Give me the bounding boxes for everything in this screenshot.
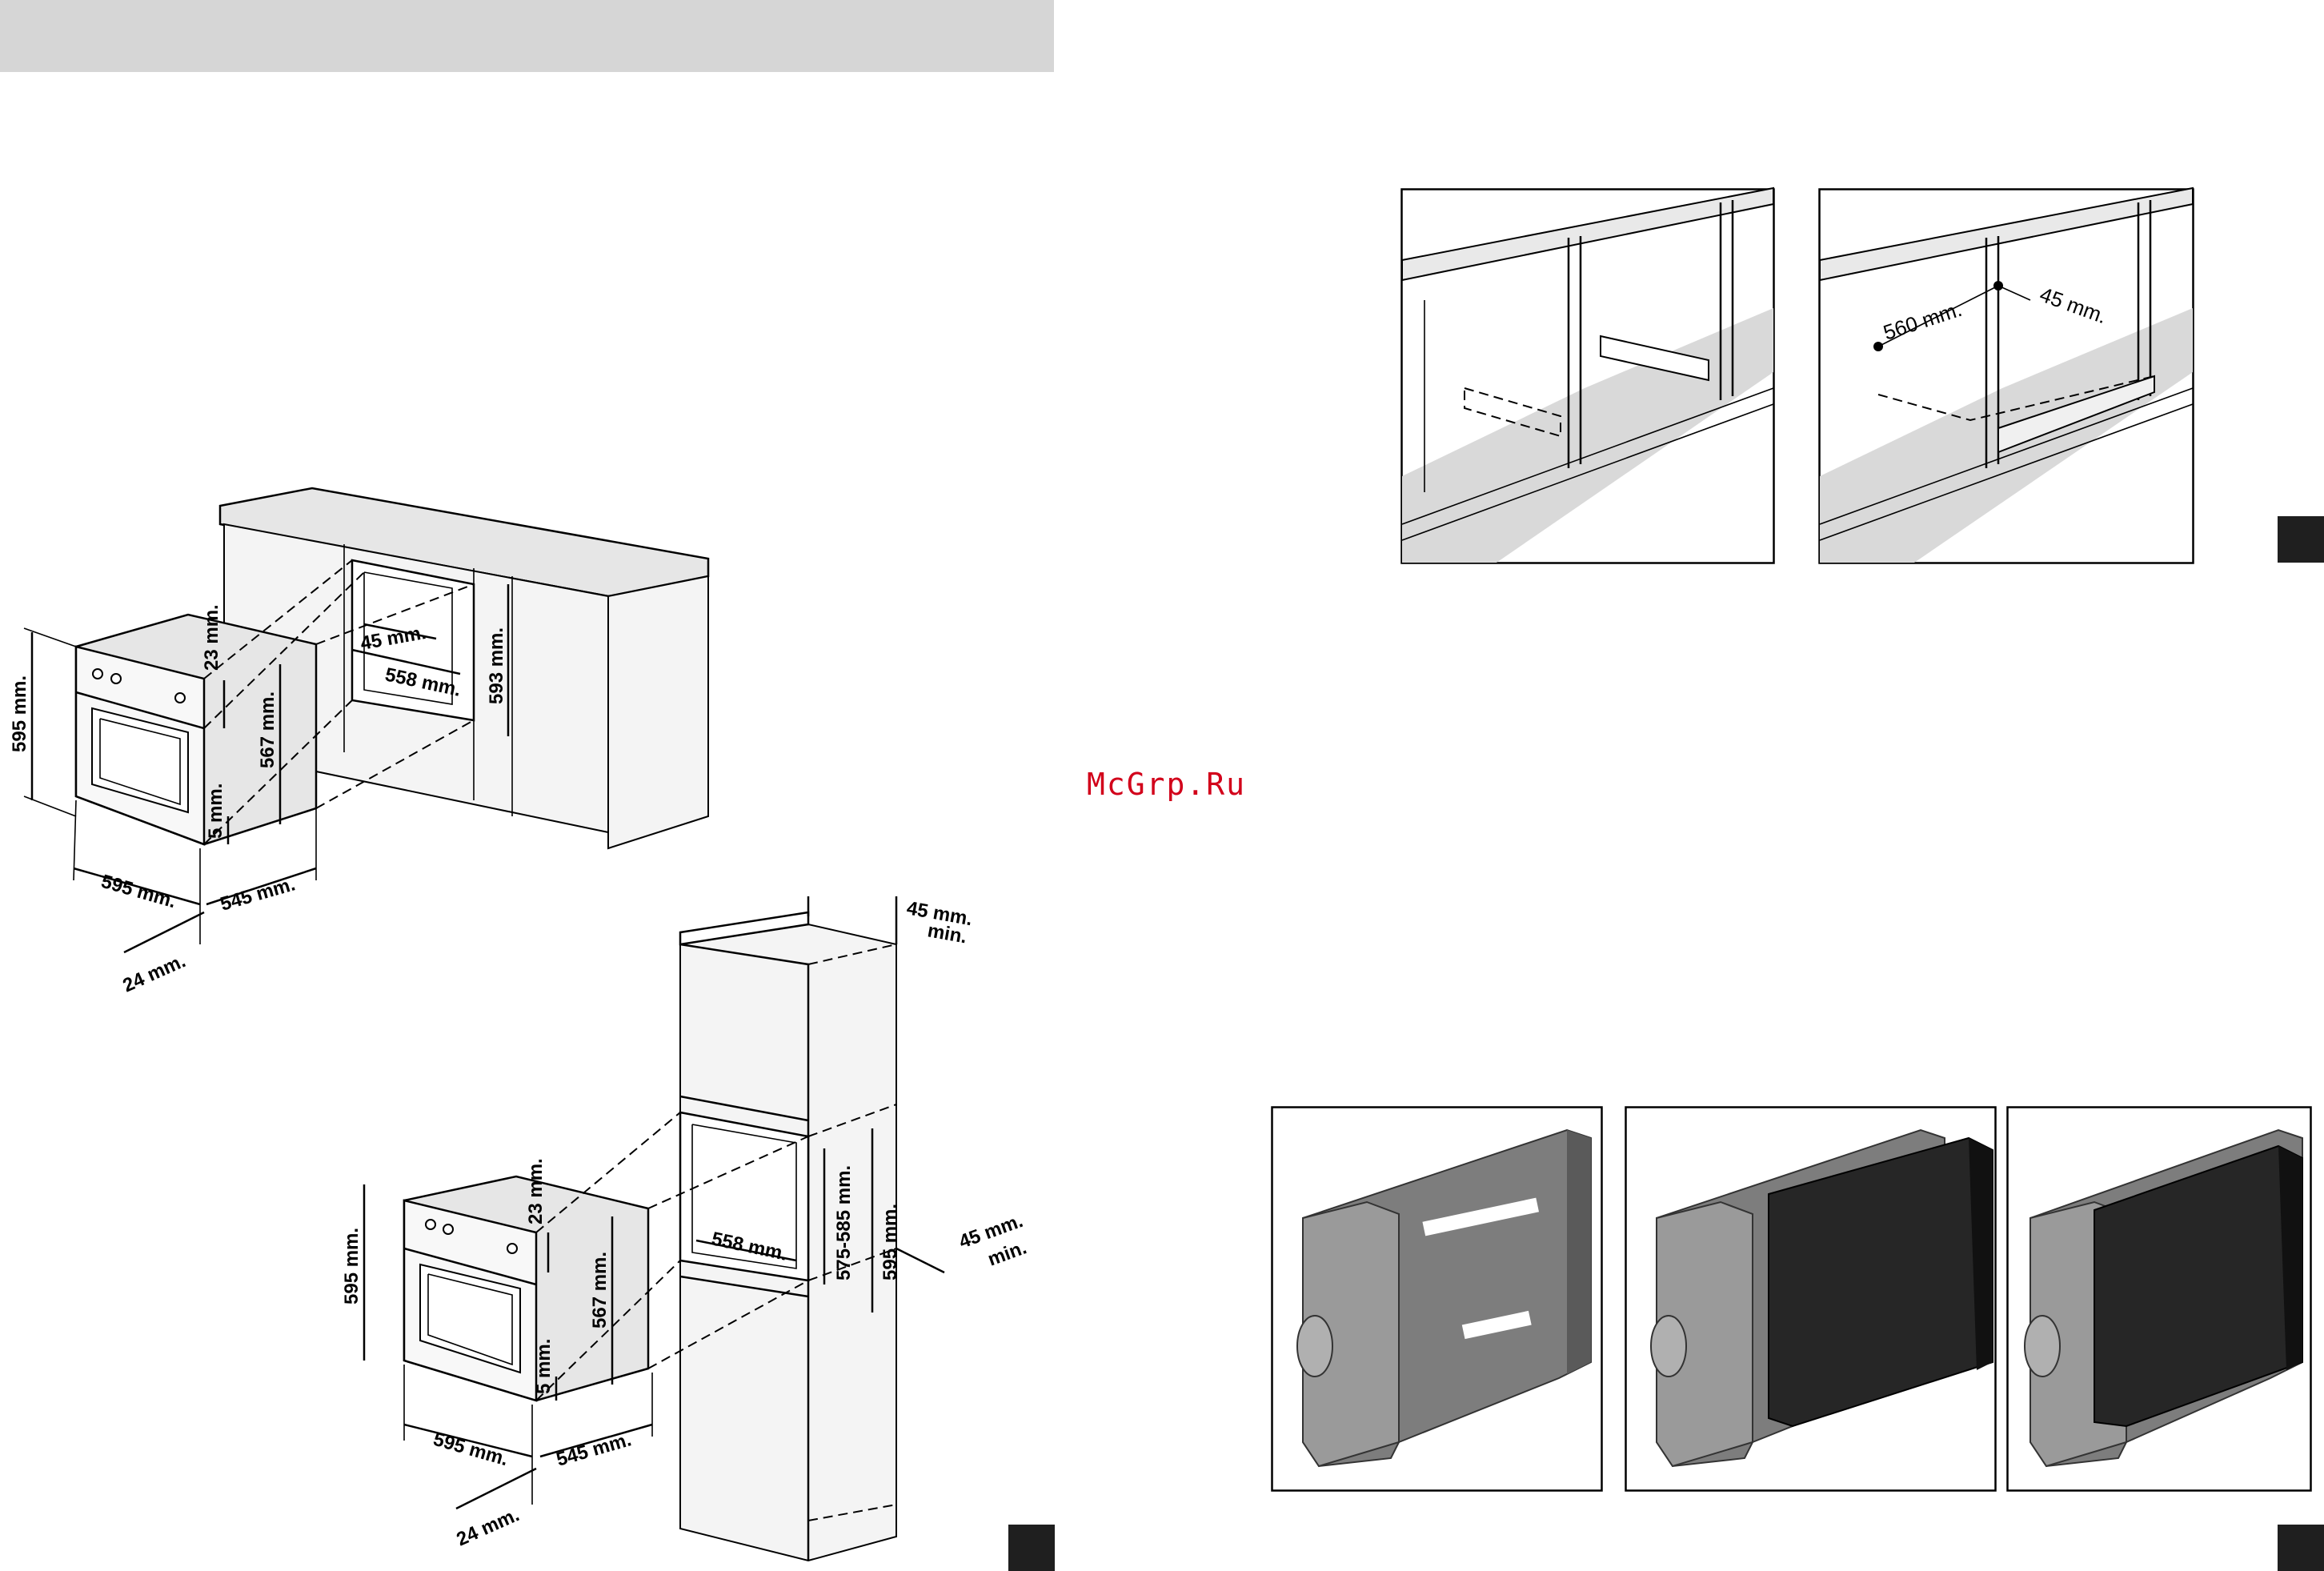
col-oven-width-label: 595 mm. — [431, 1429, 511, 1470]
under-bottom-gap-label: 5 mm. — [205, 783, 226, 839]
bracket-step-1 — [1271, 1106, 1603, 1492]
col-bottom-gap-label: 5 mm. — [533, 1339, 555, 1394]
col-oven-depth-label: 545 mm. — [554, 1429, 634, 1470]
diagram-column: 595 mm. 23 mm. 567 mm. 5 mm. 595 mm. 545… — [336, 896, 1056, 1553]
col-front-depth-label: 24 mm. — [453, 1504, 523, 1550]
support-rail-panel-2: 560 mm. 45 mm. — [1818, 188, 2194, 564]
under-oven-height-label: 595 mm. — [9, 675, 30, 752]
col-inner-height-label: 567 mm. — [589, 1252, 611, 1329]
bracket-step-2 — [1625, 1106, 1997, 1492]
col-niche-height-label: 595 mm. — [880, 1204, 901, 1280]
under-oven-depth-label: 545 mm. — [218, 873, 298, 915]
support-rail-panel-1 — [1400, 188, 1775, 564]
page-tab-right — [2278, 516, 2324, 563]
under-top-gap-label: 23 mm. — [201, 604, 222, 671]
under-niche-height-label: 593 mm. — [486, 627, 507, 704]
col-top-gap-label: 23 mm. — [525, 1158, 547, 1224]
bracket-step-3 — [2006, 1106, 2312, 1492]
page-tab-right-bottom — [2278, 1525, 2324, 1571]
under-front-depth-label: 24 mm. — [119, 950, 189, 996]
header-bar — [0, 0, 1054, 72]
col-niche-range-label: 575-585 mm. — [833, 1165, 855, 1280]
col-oven-height-label: 595 mm. — [341, 1228, 363, 1304]
under-oven-width-label: 595 mm. — [98, 871, 178, 912]
watermark: McGrp.Ru — [1087, 767, 1246, 802]
under-inner-height-label: 567 mm. — [257, 691, 278, 768]
